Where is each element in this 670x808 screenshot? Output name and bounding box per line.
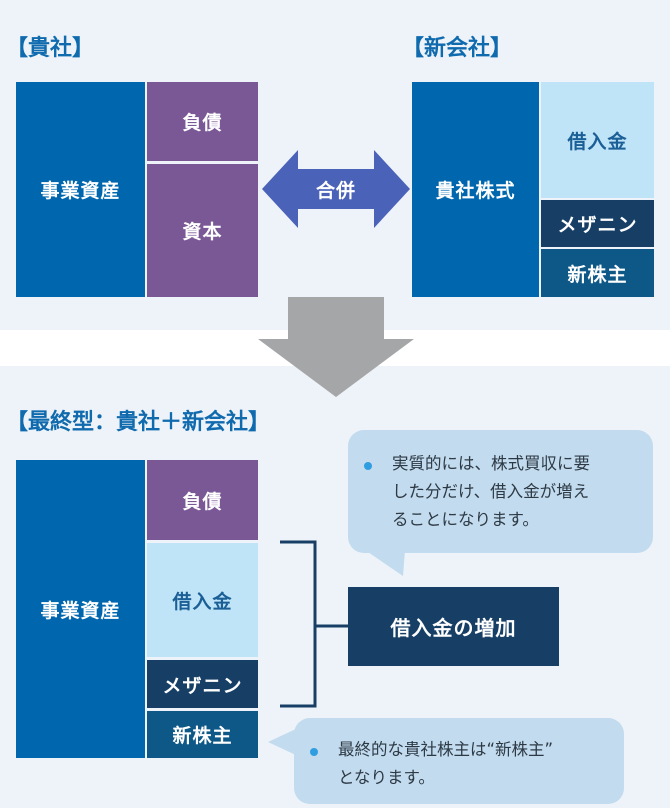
- bullet-icon: [310, 748, 318, 756]
- final-loan-block: 借入金: [147, 543, 258, 657]
- merge-arrow-shape: [262, 150, 410, 228]
- bullet-icon: [364, 462, 372, 470]
- left-liabilities-block: 負債: [147, 82, 258, 161]
- new-loan-block: 借入金: [541, 82, 654, 198]
- down-arrow-shape: [258, 297, 414, 397]
- callout-new-shareholders: 最終的な貴社株主は“新株主” となります。: [294, 718, 624, 804]
- new-shareholders-block: 新株主: [541, 249, 654, 297]
- merge-double-arrow: [262, 150, 410, 228]
- left-assets-block: 事業資産: [16, 82, 145, 297]
- final-title: 【最終型：貴社＋新会社】: [6, 410, 271, 435]
- final-shareholders-block: 新株主: [147, 711, 258, 758]
- left-equity-block: 資本: [147, 164, 258, 297]
- callout-loan-increase: 実質的には、株式買収に要 した分だけ、借入金が増え ることになります。: [348, 430, 653, 553]
- final-liabilities-block: 負債: [147, 460, 258, 540]
- callout-top-tail: [365, 550, 405, 576]
- final-assets-block: 事業資産: [16, 460, 145, 758]
- down-arrow: [258, 297, 414, 397]
- bracket-line: [280, 540, 348, 708]
- merge-label: 合併: [315, 179, 356, 202]
- left-company-title: 【貴社】: [6, 36, 95, 61]
- callout-tail-shape: [268, 728, 298, 756]
- callout-bottom-text: 最終的な貴社株主は“新株主” となります。: [338, 740, 554, 787]
- new-shares-block: 貴社株式: [412, 82, 539, 297]
- new-mezzanine-block: メザニン: [541, 200, 654, 247]
- callout-tail-shape: [365, 550, 405, 576]
- callout-top-text: 実質的には、株式買収に要 した分だけ、借入金が増え ることになります。: [392, 454, 590, 529]
- bracket-connector: [280, 540, 348, 708]
- new-company-title: 【新会社】: [402, 36, 513, 61]
- callout-bottom-tail: [268, 728, 298, 756]
- loan-increase-box: 借入金の増加: [348, 587, 559, 666]
- final-mezzanine-block: メザニン: [147, 660, 258, 708]
